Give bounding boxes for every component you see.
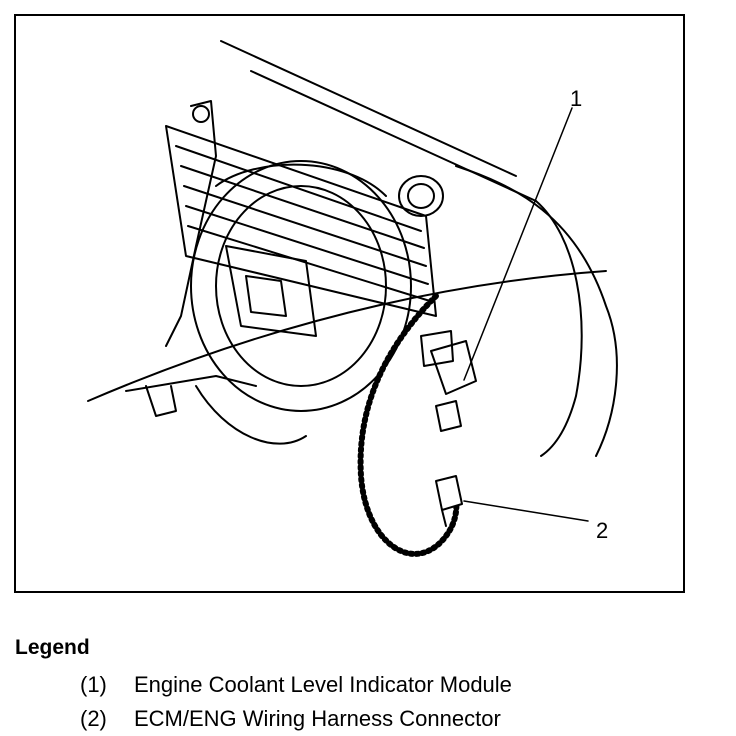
fan-shroud	[190, 160, 412, 412]
leader-line-2	[463, 500, 589, 522]
leader-line-1	[463, 107, 573, 381]
crossbar-bracket	[125, 375, 257, 392]
wiring-harness-edge	[359, 295, 447, 555]
fan-motor	[225, 245, 317, 337]
radiator-fin	[183, 185, 427, 267]
radiator-fin	[180, 165, 425, 249]
harness-connector	[435, 475, 463, 511]
lower-bracket	[145, 385, 177, 417]
radiator-cap	[398, 175, 444, 217]
legend-title: Legend	[15, 636, 90, 659]
wheel-well	[535, 200, 583, 457]
radiator-fin	[185, 205, 429, 285]
lower-hose	[195, 385, 307, 445]
hose-clamp	[192, 105, 210, 123]
fender-outline	[455, 165, 618, 457]
radiator	[165, 125, 437, 317]
engine-compartment-illustration	[87, 40, 618, 557]
legend-item-number: (1)	[80, 672, 107, 697]
diagram-frame: 1 2	[14, 14, 685, 593]
coolant-level-module	[430, 340, 477, 395]
connector-wire	[441, 509, 447, 527]
radiator-fin	[187, 225, 431, 302]
callout-2: 2	[596, 518, 609, 543]
module-plug	[435, 400, 462, 432]
fan-ring	[215, 185, 387, 387]
legend-item: (2) ECM/ENG Wiring Harness Connector	[80, 706, 501, 732]
crossbar	[87, 270, 607, 402]
legend-item-label: Engine Coolant Level Indicator Module	[134, 672, 512, 697]
legend-item: (1) Engine Coolant Level Indicator Module	[80, 672, 512, 698]
fan-blade	[215, 163, 387, 197]
callout-1: 1	[570, 86, 583, 111]
legend-item-number: (2)	[80, 706, 107, 731]
upper-hose	[165, 100, 217, 347]
radiator-cap-inner	[407, 183, 435, 209]
radiator-fin	[175, 145, 422, 232]
legend-item-label: ECM/ENG Wiring Harness Connector	[134, 706, 501, 731]
hood-line	[220, 40, 517, 177]
fan-motor-face	[245, 275, 287, 317]
module-bracket	[420, 330, 454, 367]
